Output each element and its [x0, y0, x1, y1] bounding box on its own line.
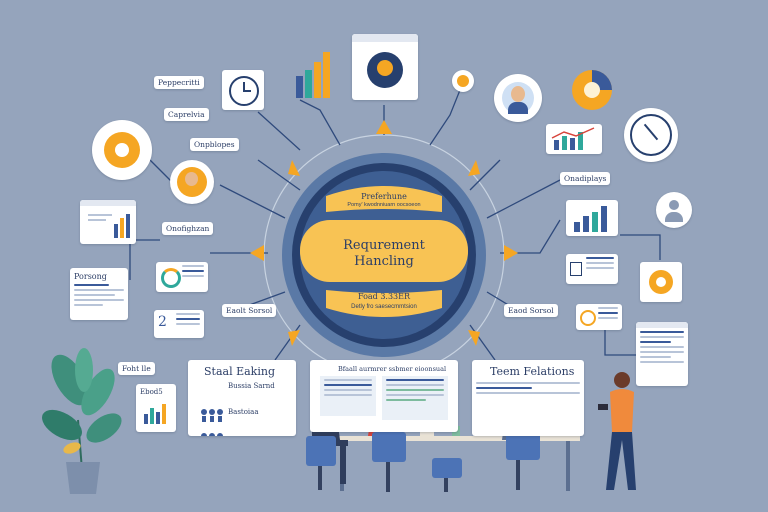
avatar-top-icon — [494, 74, 542, 122]
bottom-card-2-title: Bfaall aurmrer ssbmer eioonsual — [338, 365, 447, 373]
label-left-small-1: Eaolt Sorsol — [222, 304, 277, 317]
clock-icon — [229, 76, 259, 106]
bar-chart-top-icon — [296, 52, 330, 98]
plant-illustration — [42, 348, 122, 494]
donut-small-icon — [161, 268, 181, 288]
hub-top-subtitle: Pomy' kwodnniuarn oocsoeon — [347, 202, 421, 208]
window-titlebar — [352, 34, 418, 42]
bottom-card-1-sub2: Bastoiaa — [228, 408, 259, 416]
gauge-icon — [624, 108, 678, 162]
label-top-left-2: Caprelvia — [164, 108, 209, 121]
line-chart-icon — [551, 127, 595, 150]
gear-large-icon — [92, 120, 152, 180]
hub-top-title: Preferhune — [361, 192, 407, 201]
label-right-mid: Eaod Sorsol — [504, 304, 558, 317]
label-top-left-1: Peppecritti — [154, 76, 204, 89]
bar-chart-right-card — [566, 200, 618, 236]
gear-right-card — [640, 262, 682, 302]
lightbulb-icon — [367, 52, 403, 88]
mini-chart-card: Ebod5 — [136, 384, 176, 432]
donut-chart-icon — [572, 70, 612, 110]
mini-chart-label: Ebod5 — [140, 388, 163, 396]
bottom-card-1: Staal Eaking Bussia Sarnd Bastoiaa — [188, 360, 296, 436]
number-card: 2 — [154, 310, 204, 338]
user-placeholder-icon — [656, 192, 692, 228]
bottom-card-3: Teem Felations — [472, 360, 584, 436]
target-icon — [580, 310, 596, 326]
hub-center-line1: Requrement — [343, 238, 425, 253]
bottom-card-1-sub1: Bussia Sarnd — [228, 382, 275, 390]
donut-card-left — [156, 262, 208, 292]
avatar-left-icon — [170, 160, 214, 204]
number-two-icon: 2 — [158, 314, 167, 330]
people-icons-row — [201, 409, 223, 436]
bottom-card-1-title: Staal Eaking — [204, 365, 275, 378]
doc-card-right-3 — [636, 322, 688, 386]
doc-card-left-title: Porsong — [74, 272, 107, 281]
idea-window-card — [352, 34, 418, 100]
hub-bottom-title: Foad 3.33ER — [357, 292, 411, 301]
bar-chart-right-icon — [574, 206, 607, 232]
doc-card-right-2 — [576, 304, 622, 330]
hub-center-line2: Hancling — [354, 254, 414, 269]
gear-right-icon — [649, 270, 673, 294]
screen-left-panel — [320, 376, 376, 416]
hub-arrowheads — [250, 120, 518, 374]
gear-small-icon — [452, 70, 474, 92]
label-top-left-3: Onpblopes — [190, 138, 239, 151]
doc-card-right-1 — [566, 254, 618, 284]
mini-bar-chart-icon — [144, 404, 166, 424]
bottom-card-3-title: Teem Felations — [490, 365, 575, 378]
label-mid-left-chart: Onofighzan — [162, 222, 214, 235]
bar-chart-left-icon — [88, 214, 130, 238]
label-right-top: Onadiplays — [560, 172, 611, 185]
clock-card — [222, 70, 264, 110]
bottom-card-2: Bfaall aurmrer ssbmer eioonsual — [310, 360, 458, 432]
monitor-chart-card — [80, 200, 136, 244]
document-icon — [570, 262, 582, 276]
hub-bottom-subtitle: Detly fro saesecmmtsion — [351, 304, 417, 310]
screen-right-panel — [382, 376, 448, 420]
doc-card-left: Porsong — [70, 268, 128, 320]
label-left-small-2: Foht lle — [118, 362, 155, 375]
line-chart-card — [546, 124, 602, 154]
